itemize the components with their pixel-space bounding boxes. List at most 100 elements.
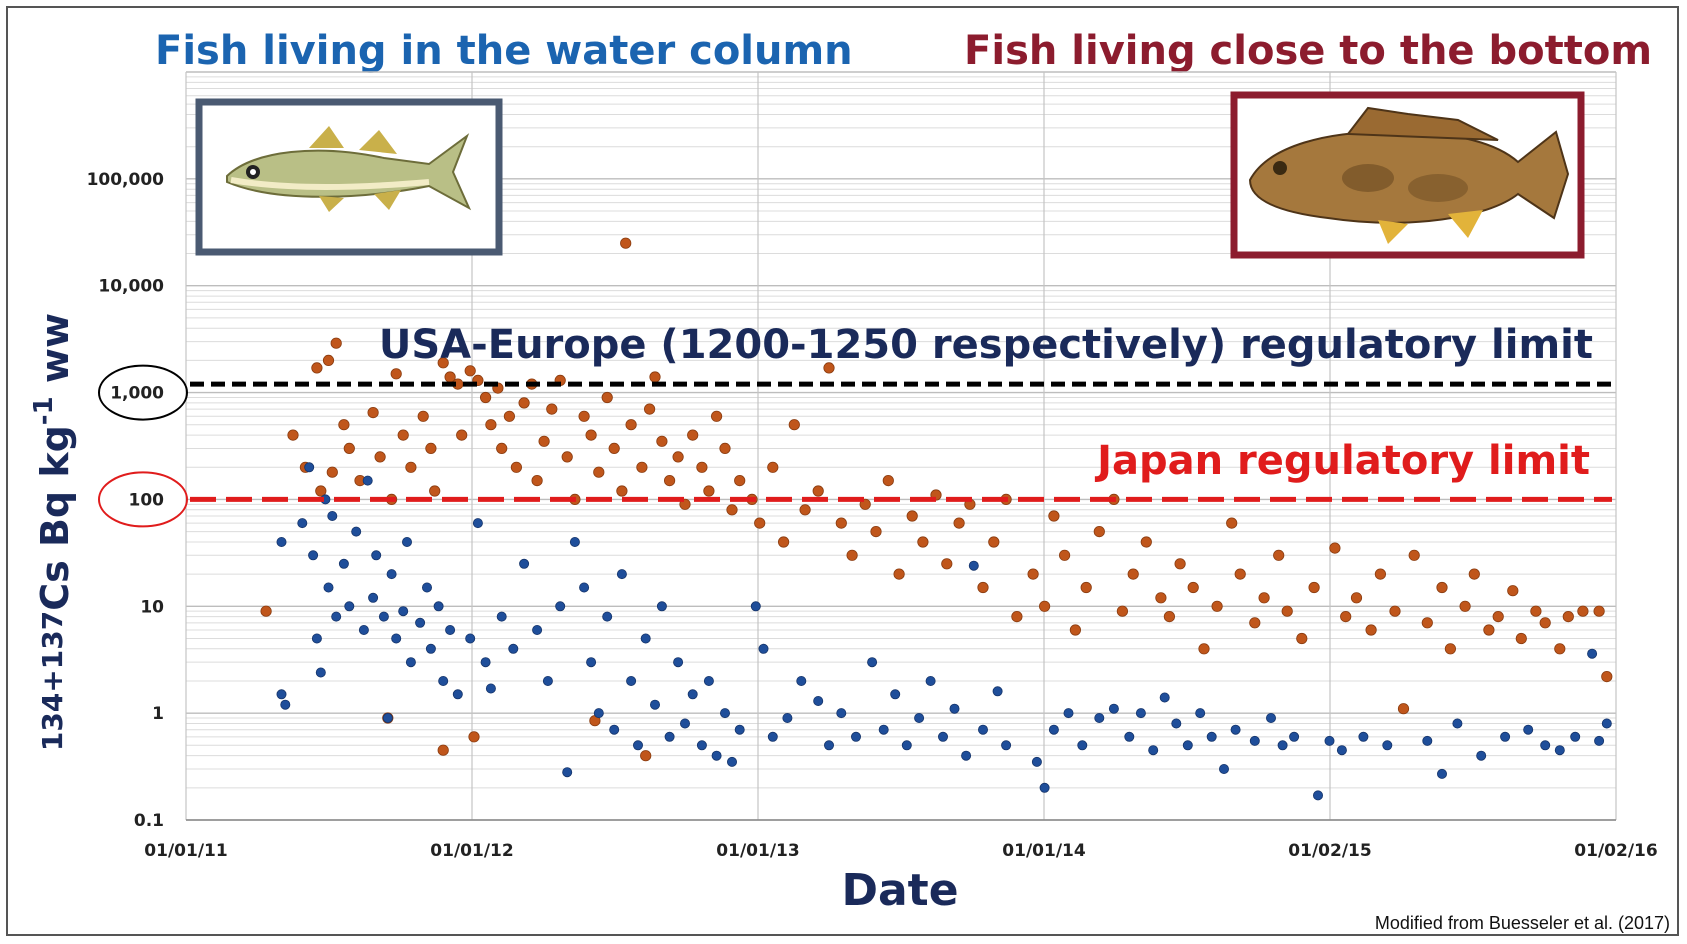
bottom-fish-point	[649, 371, 661, 383]
bottom-fish-point	[578, 410, 590, 422]
reference-lines	[190, 381, 1612, 502]
tick-highlight-circle	[98, 471, 188, 528]
water-column-fish-point	[382, 713, 393, 724]
bottom-fish-point	[1059, 549, 1071, 561]
water-column-fish-point	[386, 569, 397, 580]
water-column-fish-point	[696, 740, 707, 751]
water-column-fish-point	[758, 643, 769, 654]
bottom-fish-point	[719, 442, 731, 454]
water-column-fish-point	[315, 667, 326, 678]
water-column-fish-point	[569, 537, 580, 548]
bottom-fish-point	[1281, 605, 1293, 617]
bottom-fish-point	[405, 461, 417, 473]
water-column-fish-point	[438, 676, 449, 687]
water-column-fish-point	[1277, 740, 1288, 751]
bottom-fish-point	[1459, 600, 1471, 612]
bottom-fish-point	[311, 362, 323, 374]
bottom-fish-point	[893, 568, 905, 580]
water-column-fish-point	[452, 689, 463, 700]
bottom-fish-point	[777, 536, 790, 548]
bottom-fish-point	[812, 485, 824, 497]
water-column-fish-point	[344, 601, 355, 612]
bottom-fish-point	[417, 410, 429, 422]
water-column-fish-point	[276, 689, 287, 700]
bottom-fish-point	[1069, 624, 1082, 636]
bottom-fish-point	[585, 429, 597, 441]
water-column-fish-point	[1063, 708, 1074, 719]
usa-europe-limit-label: USA-Europe (1200-1250 respectively) regu…	[379, 322, 1593, 368]
water-column-fish-point	[633, 740, 644, 751]
bottom-fish-point	[625, 419, 637, 431]
water-column-fish-point	[425, 643, 436, 654]
bottom-fish-point	[561, 451, 573, 463]
water-column-fish-point	[925, 676, 936, 687]
x-tick-label: 01/02/15	[1288, 841, 1371, 861]
water-column-fish-point	[1001, 740, 1012, 751]
bottom-fish-point	[429, 485, 441, 497]
circled-ticks	[98, 364, 188, 528]
bottom-fish-point	[1397, 703, 1410, 715]
bottom-fish-point	[672, 451, 684, 463]
bottom-fish-point	[1329, 542, 1341, 554]
y-tick-label: 0.1	[134, 811, 164, 831]
bottom-fish-point	[977, 581, 989, 594]
water-column-fish-point	[961, 750, 972, 761]
water-column-fish-point	[1195, 708, 1206, 719]
bottom-fish-point	[1601, 670, 1613, 683]
water-column-fish-point	[1289, 731, 1300, 742]
bottom-fish-point	[1258, 592, 1270, 604]
bottom-fish-point	[1226, 517, 1238, 529]
water-column-fish-point	[311, 633, 322, 644]
water-column-fish-point	[1171, 718, 1182, 729]
bottom-fish-point	[906, 510, 918, 522]
y-tick-label: 100	[129, 490, 165, 510]
water-column-fish-point	[680, 718, 691, 729]
bottom-fish-point	[953, 517, 965, 529]
water-column-fish-point	[703, 676, 714, 687]
water-column-fish-point	[331, 611, 342, 622]
bottom-fish-point	[1483, 624, 1495, 636]
bottom-fish-point	[1374, 568, 1387, 580]
water-column-fish-point	[1135, 708, 1146, 719]
bottom-fish-point	[1198, 643, 1210, 655]
header-left: Fish living in the water column	[155, 28, 853, 74]
bottom-fish-point	[1249, 617, 1261, 629]
water-column-fish-point	[626, 676, 637, 687]
bottom-fish-point	[656, 435, 668, 447]
bottom-fish-point	[326, 466, 338, 478]
water-column-fish-point	[1249, 735, 1260, 746]
water-column-fish-point	[1108, 703, 1119, 714]
water-column-fish-point	[1148, 745, 1159, 756]
bottom-fish-point	[1389, 605, 1401, 617]
water-column-fish-point	[673, 657, 684, 668]
water-column-fish-point	[664, 731, 675, 742]
water-column-fish-point	[555, 601, 566, 612]
bottom-fish-point	[593, 466, 605, 478]
bottom-fish-point	[608, 442, 620, 454]
water-column-fish-point	[914, 713, 925, 724]
bottom-fish-point	[390, 368, 402, 380]
bottom-fish-point	[1408, 549, 1420, 561]
water-column-fish-point	[750, 601, 761, 612]
water-column-fish-point	[1230, 724, 1241, 735]
bottom-fish-point	[315, 485, 327, 497]
bottom-fish-point	[1187, 581, 1199, 594]
water-column-fish-point	[890, 689, 901, 700]
water-column-fish-point	[593, 708, 604, 719]
bottom-fish-point	[846, 549, 858, 561]
bottom-fish-point	[1365, 624, 1377, 636]
bottom-fish-point	[322, 354, 335, 366]
bottom-fish-point	[1507, 585, 1519, 597]
bottom-fish-point	[287, 429, 299, 441]
y-axis-label-sup: -1	[29, 396, 59, 425]
water-column-fish-point	[1159, 692, 1170, 703]
water-column-fish-point	[433, 601, 444, 612]
water-column-fish-point	[519, 558, 530, 569]
water-column-fish-point	[851, 731, 862, 742]
bottom-fish-point	[1039, 600, 1051, 612]
y-tick-label: 100,000	[87, 170, 165, 190]
y-axis-label-prefix: 134+137	[36, 611, 69, 751]
water-column-fish-point	[734, 724, 745, 735]
water-column-fish-point	[378, 611, 389, 622]
